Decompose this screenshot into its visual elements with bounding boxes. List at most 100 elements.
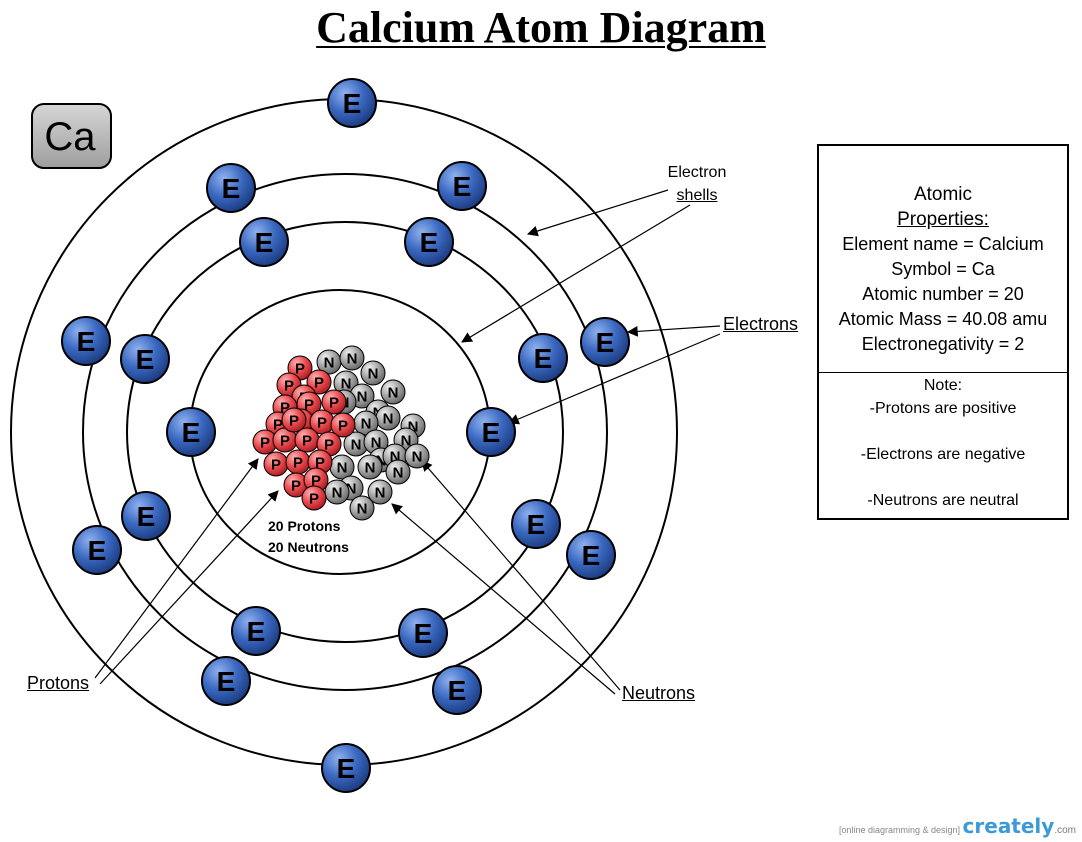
neutron: N (340, 346, 364, 370)
svg-text:N: N (412, 448, 423, 465)
electron: E (328, 79, 376, 127)
neutron: N (376, 406, 400, 430)
electron: E (567, 531, 615, 579)
property-symbol: Symbol = Ca (819, 257, 1067, 282)
svg-text:E: E (182, 417, 201, 448)
svg-text:E: E (448, 675, 467, 706)
svg-text:E: E (527, 509, 546, 540)
svg-text:N: N (332, 484, 343, 501)
properties-subheading: Properties: (819, 207, 1067, 232)
neutron: N (358, 455, 382, 479)
creately-logo: creately (963, 814, 1055, 838)
svg-text:E: E (137, 501, 156, 532)
svg-text:N: N (324, 354, 335, 371)
svg-text:N: N (383, 410, 394, 427)
note-electrons: -Electrons are negative (819, 443, 1067, 466)
svg-text:E: E (414, 618, 433, 649)
svg-text:N: N (357, 388, 368, 405)
property-electronegativity: Electronegativity = 2 (819, 332, 1067, 357)
svg-text:E: E (337, 753, 356, 784)
svg-text:P: P (309, 490, 319, 507)
note-spacer (819, 420, 1067, 443)
svg-text:N: N (361, 415, 372, 432)
svg-text:P: P (291, 477, 301, 494)
properties-heading: Atomic (819, 182, 1067, 207)
svg-text:P: P (271, 456, 281, 473)
svg-text:N: N (368, 365, 379, 382)
creately-footer: [online diagramming & design] creately.c… (839, 814, 1076, 838)
electron: E (433, 666, 481, 714)
electron: E (581, 318, 629, 366)
svg-text:N: N (351, 436, 362, 453)
neutrons-label: Neutrons (622, 682, 695, 704)
svg-text:P: P (284, 377, 294, 394)
svg-text:P: P (260, 434, 270, 451)
svg-text:N: N (337, 459, 348, 476)
svg-text:E: E (77, 326, 96, 357)
property-element-name: Element name = Calcium (819, 232, 1067, 257)
svg-text:E: E (88, 535, 107, 566)
electron: E (122, 492, 170, 540)
electron: E (167, 408, 215, 456)
svg-text:E: E (343, 88, 362, 119)
note-spacer (819, 466, 1067, 489)
svg-text:P: P (289, 412, 299, 429)
svg-text:E: E (582, 540, 601, 571)
svg-text:P: P (329, 394, 339, 411)
electron: E (232, 607, 280, 655)
neutron: N (405, 444, 429, 468)
svg-text:P: P (293, 454, 303, 471)
electron: E (399, 609, 447, 657)
svg-text:P: P (280, 432, 290, 449)
proton: P (264, 452, 288, 476)
electron: E (240, 218, 288, 266)
note-heading: Note: (819, 374, 1067, 397)
svg-text:E: E (136, 344, 155, 375)
electron: E (438, 162, 486, 210)
svg-text:N: N (375, 484, 386, 501)
svg-text:E: E (255, 227, 274, 258)
electron: E (519, 334, 567, 382)
svg-text:P: P (302, 432, 312, 449)
property-atomic-mass: Atomic Mass = 40.08 amu (819, 307, 1067, 332)
svg-text:P: P (295, 360, 305, 377)
electron: E (73, 526, 121, 574)
neutron: N (330, 455, 354, 479)
neutron: N (381, 380, 405, 404)
electron: E (405, 218, 453, 266)
svg-text:P: P (338, 417, 348, 434)
neutron: N (386, 460, 410, 484)
svg-text:N: N (347, 350, 358, 367)
svg-text:E: E (482, 417, 501, 448)
proton: P (286, 450, 310, 474)
svg-text:P: P (314, 374, 324, 391)
svg-text:E: E (596, 327, 615, 358)
element-symbol: Ca (44, 115, 96, 159)
proton: P (302, 486, 326, 510)
svg-text:N: N (393, 464, 404, 481)
nucleus-neutrons-label: 20 Neutrons (268, 539, 349, 555)
svg-text:E: E (247, 616, 266, 647)
nucleus: NNNNNNNNNNNNNNNNNNNNNNNNPPPPPPPPPPPPPPPP… (253, 346, 429, 520)
note-protons: -Protons are positive (819, 397, 1067, 420)
svg-text:E: E (420, 227, 439, 258)
footer-tagline: [online diagramming & design] (839, 825, 960, 835)
electron: E (467, 408, 515, 456)
electron: E (202, 657, 250, 705)
electron-shells-label-line2: shells (652, 184, 742, 207)
protons-label: Protons (27, 672, 89, 694)
page-title: Calcium Atom Diagram (0, 2, 1082, 53)
electron-shells-label-line1: Electron (652, 161, 742, 184)
proton: P (282, 408, 306, 432)
electron: E (62, 317, 110, 365)
electron-shells-label: Electron shells (652, 161, 742, 207)
footer-domain: .com (1054, 825, 1076, 836)
svg-text:N: N (365, 459, 376, 476)
svg-text:E: E (222, 173, 241, 204)
properties-divider (819, 372, 1067, 373)
atomic-properties-box: Atomic Properties: Element name = Calciu… (817, 144, 1069, 520)
electron: E (512, 500, 560, 548)
svg-text:E: E (453, 171, 472, 202)
element-symbol-box: Ca (32, 104, 111, 168)
svg-text:N: N (357, 500, 368, 517)
